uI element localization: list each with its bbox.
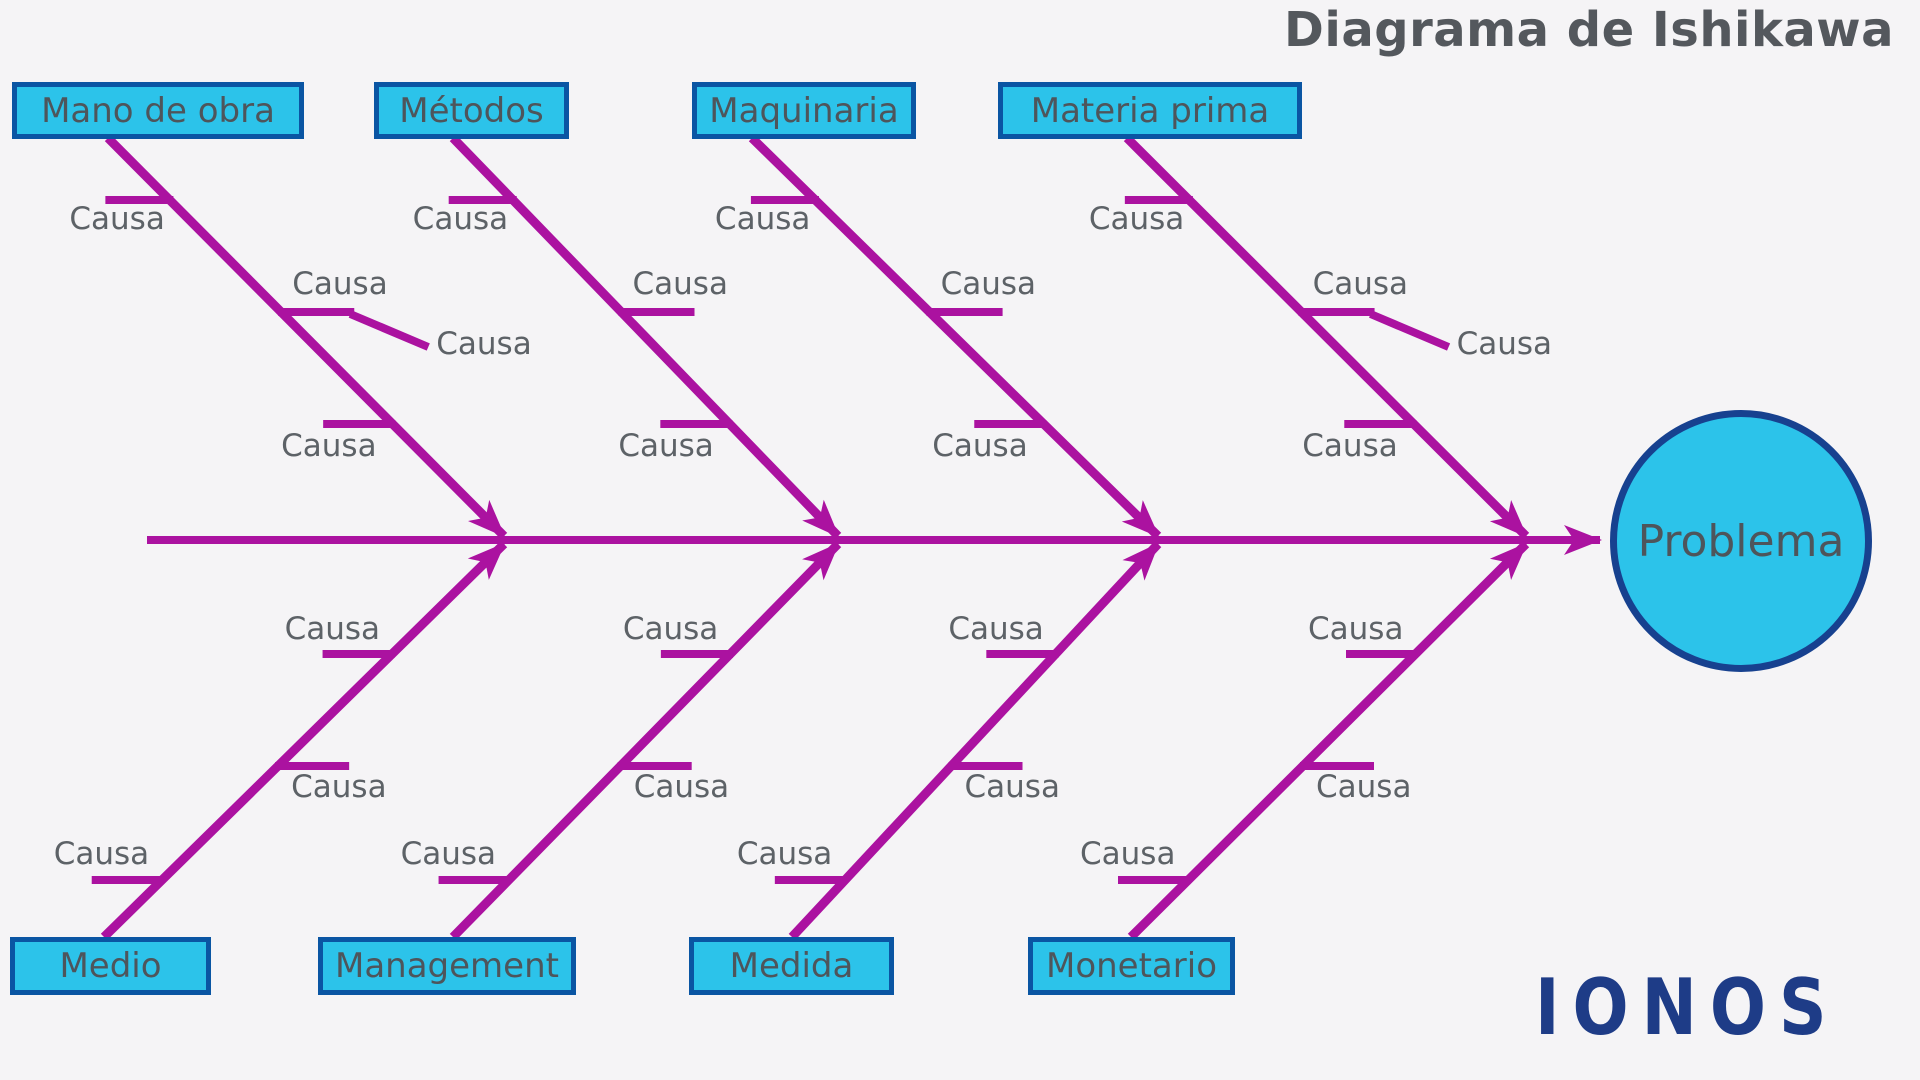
cause-label: Causa (1312, 266, 1408, 302)
category-label: Medida (729, 946, 854, 986)
cause-label: Causa (292, 266, 388, 302)
branch-line (1127, 540, 1530, 941)
category-box-me-todos: Métodos (374, 82, 569, 139)
category-label: Materia prima (1030, 90, 1270, 131)
cause-label: Causa (284, 611, 380, 647)
cause-label: Causa (69, 201, 165, 237)
cause-label: Causa (736, 836, 833, 872)
cause-label: Causa (1316, 769, 1412, 805)
category-label: Mano de obra (41, 90, 275, 131)
category-box-monetario: Monetario (1028, 937, 1235, 995)
cause-label: Causa (714, 201, 811, 237)
cause-label: Causa (436, 326, 532, 362)
category-label: Medio (59, 946, 162, 986)
brand-logo: IONOS (1535, 962, 1840, 1053)
sub-cause-line (1369, 310, 1451, 351)
category-box-maquinaria: Maquinaria (692, 82, 916, 139)
branch-line (100, 540, 508, 941)
category-box-medio: Medio (10, 937, 211, 995)
cause-label: Causa (291, 769, 387, 805)
cause-label: Causa (932, 428, 1028, 464)
cause-label: Causa (412, 201, 509, 237)
branch-line (449, 540, 842, 941)
cause-label: Causa (1456, 326, 1552, 362)
cause-label: Causa (281, 428, 377, 464)
cause-label: Causa (622, 611, 719, 647)
cause-label: Causa (53, 836, 150, 872)
cause-label: Causa (1088, 201, 1185, 237)
category-label: Métodos (399, 90, 544, 131)
category-label: Monetario (1046, 946, 1217, 986)
category-box-mano-de-obra: Mano de obra (12, 82, 304, 139)
cause-label: Causa (964, 769, 1060, 805)
category-box-management: Management (318, 937, 576, 995)
cause-label: Causa (632, 266, 728, 302)
sub-cause-line (348, 310, 430, 351)
problem-label: Problema (1637, 515, 1845, 567)
problem-node: Problema (1610, 410, 1872, 672)
category-label: Maquinaria (709, 90, 899, 131)
cause-label: Causa (618, 428, 714, 464)
cause-label: Causa (948, 611, 1044, 647)
category-label: Management (335, 946, 559, 986)
branch-line (748, 134, 1162, 540)
branch-line (1123, 134, 1530, 540)
cause-label: Causa (1302, 428, 1398, 464)
cause-label: Causa (400, 836, 496, 872)
cause-label: Causa (1308, 611, 1404, 647)
cause-label: Causa (633, 769, 730, 805)
branch-line (449, 134, 842, 540)
category-box-materia-prima: Materia prima (998, 82, 1302, 139)
branch-line (788, 540, 1162, 941)
cause-label: Causa (1080, 836, 1176, 872)
category-box-medida: Medida (689, 937, 894, 995)
branch-line (104, 134, 508, 540)
page-title: Diagrama de Ishikawa (1284, 2, 1894, 58)
cause-label: Causa (940, 266, 1037, 302)
